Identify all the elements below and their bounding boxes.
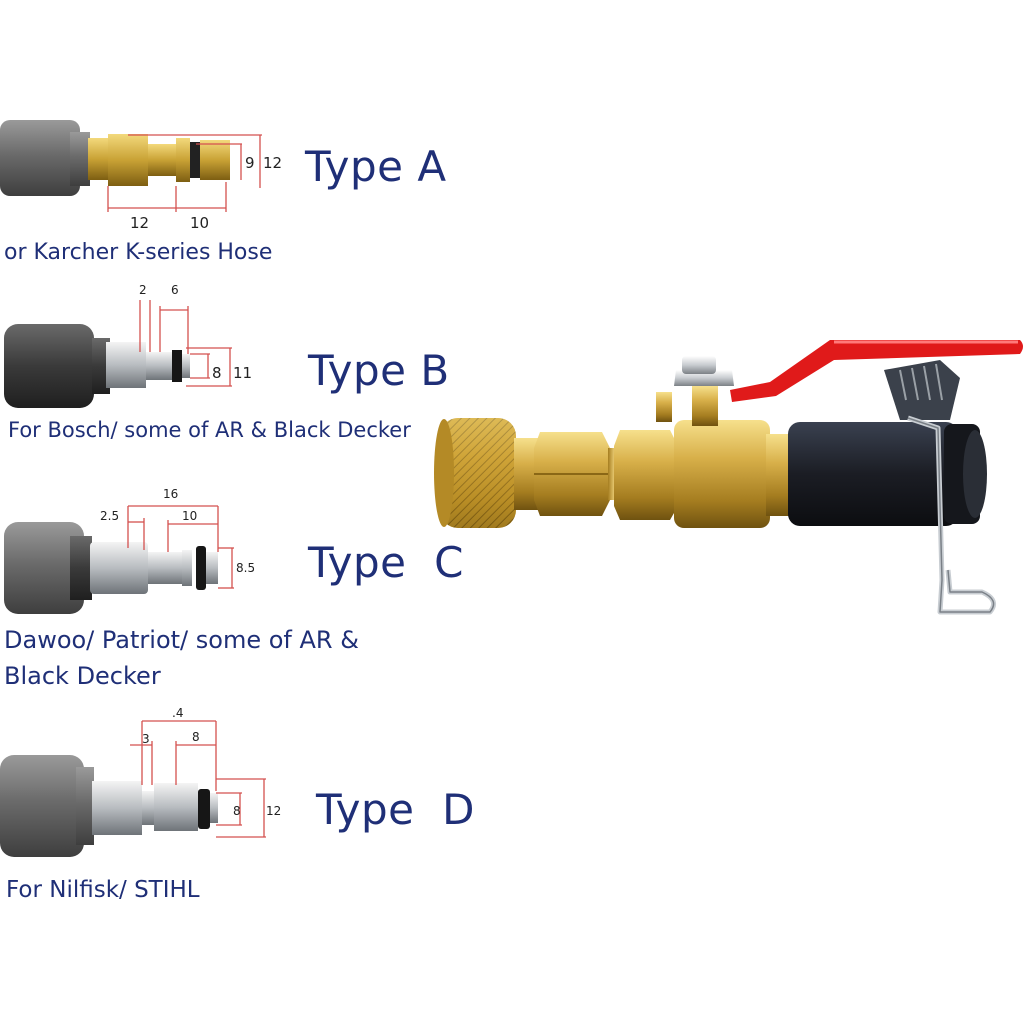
connector-type-a: 9 12 12 10 Type A or Karcher K-series Ho… (0, 100, 470, 270)
type-d-dim-3: 3 (142, 732, 150, 746)
type-b-fitting-illustration: 2 6 8 11 (4, 283, 252, 408)
type-b-dim-2: 2 (139, 283, 147, 297)
type-d-dim-8-top: 8 (192, 730, 200, 744)
type-c-dim-2-5: 2.5 (100, 509, 119, 523)
type-a-dim-12-vertical: 12 (263, 154, 282, 172)
type-b-title: Type B (308, 346, 450, 395)
type-d-dim-4: .4 (172, 706, 183, 720)
type-c-title: Type C (308, 538, 464, 587)
type-d-fitting-illustration: .4 3 8 8 12 (0, 706, 281, 857)
adapter-valve-illustration (434, 340, 1023, 615)
type-d-dim-12: 12 (266, 804, 281, 818)
type-a-dim-12: 12 (130, 214, 149, 232)
type-d-title: Type D (316, 785, 476, 834)
type-b-dim-8: 8 (212, 364, 222, 382)
type-c-description-line-1: Dawoo/ Patriot/ some of AR & (4, 626, 359, 654)
type-a-description: or Karcher K-series Hose (4, 240, 273, 265)
type-a-fitting-illustration: 9 12 12 10 (0, 120, 282, 232)
connector-type-c: 16 2.5 10 8.5 Type C Dawoo/ Patriot/ som… (0, 480, 470, 700)
connector-type-d: .4 3 8 8 12 Type D For Nilfisk/ STIHL (0, 705, 475, 915)
type-a-dim-9: 9 (245, 154, 255, 172)
type-b-dim-11: 11 (233, 364, 252, 382)
type-d-dim-8: 8 (233, 804, 241, 818)
connector-type-b: 2 6 8 11 Type B For Bosch/ some of AR & … (0, 278, 470, 448)
type-c-description-line-2: Black Decker (4, 662, 161, 690)
type-c-dim-10: 10 (182, 509, 197, 523)
type-b-description: For Bosch/ some of AR & Black Decker (8, 418, 411, 442)
type-c-fitting-illustration: 16 2.5 10 8.5 (4, 487, 255, 614)
type-d-description: For Nilfisk/ STIHL (6, 877, 200, 903)
type-c-dim-8-5: 8.5 (236, 561, 255, 575)
type-b-dim-6: 6 (171, 283, 179, 297)
type-a-title: Type A (305, 142, 447, 191)
type-a-dim-10: 10 (190, 214, 209, 232)
type-c-dim-16: 16 (163, 487, 178, 501)
